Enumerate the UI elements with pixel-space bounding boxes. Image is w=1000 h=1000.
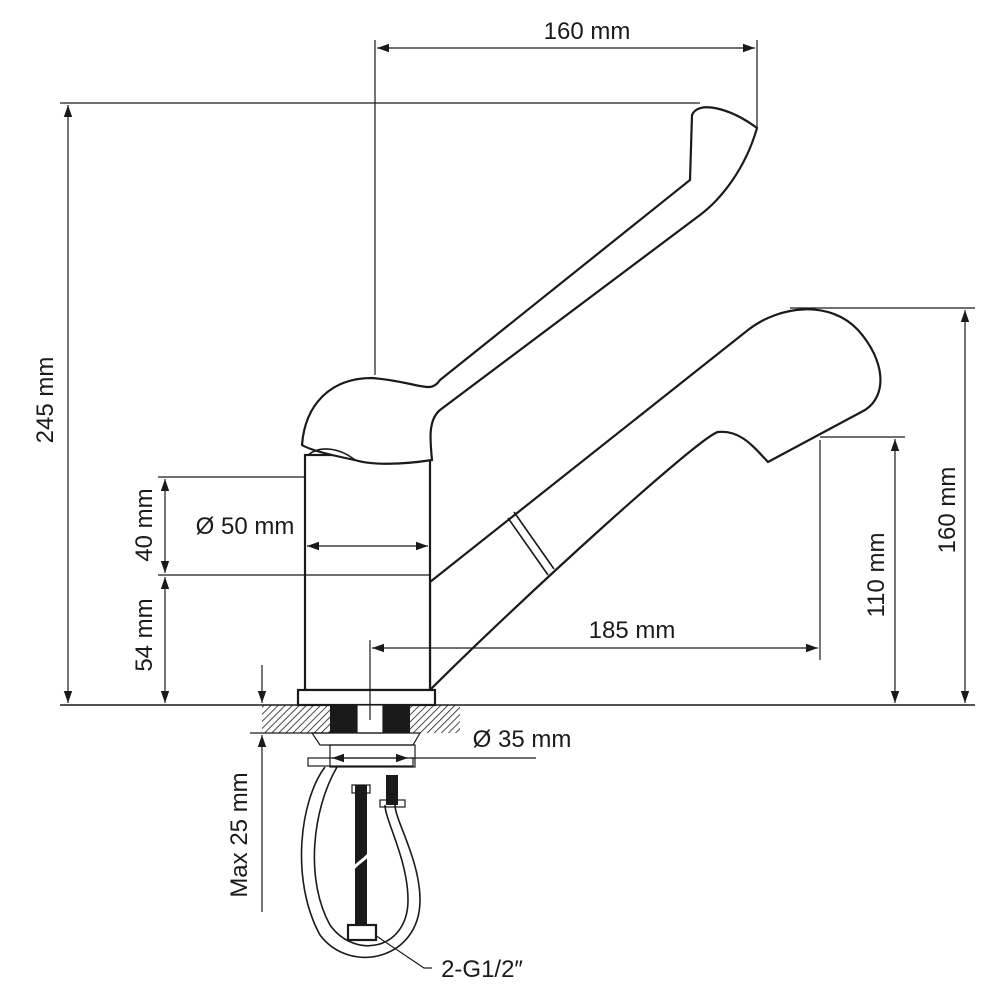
label-hole-diameter: Ø 35 mm [472,726,572,753]
fixing-plate [307,757,414,767]
fixing-washer [310,732,422,746]
faucet-body [303,453,432,692]
leader-connection [374,934,432,969]
lever-handle [300,106,759,465]
handle-seam [307,448,356,461]
label-spout-reach: 185 mm [588,617,676,644]
spout-joint [513,511,555,570]
hose-inner [313,766,409,947]
label-body-diameter: Ø 50 mm [195,513,295,540]
supply-pipe [355,785,367,925]
base-plate [296,688,437,707]
pipe-nut [351,784,371,794]
fixing-nut [329,744,416,768]
spout [428,308,882,693]
break-mark [350,853,370,871]
label-outlet-height: 110 mm [863,532,890,618]
spout-joint [507,517,549,576]
hose-outer [300,766,421,959]
label-lower-body-height: 54 mm [131,598,158,672]
connector-nut [346,923,378,942]
label-max-counter-thickness: Max 25 mm [226,772,253,898]
label-upper-body-height: 40 mm [131,488,158,562]
pipe-nut-2 [379,799,406,808]
label-lever-reach: 160 mm [543,18,631,45]
label-spout-height: 160 mm [934,466,961,554]
supply-pipe-2 [386,775,398,805]
label-total-height: 245 mm [32,356,59,444]
label-connection: 2-G1/2″ [441,956,523,983]
